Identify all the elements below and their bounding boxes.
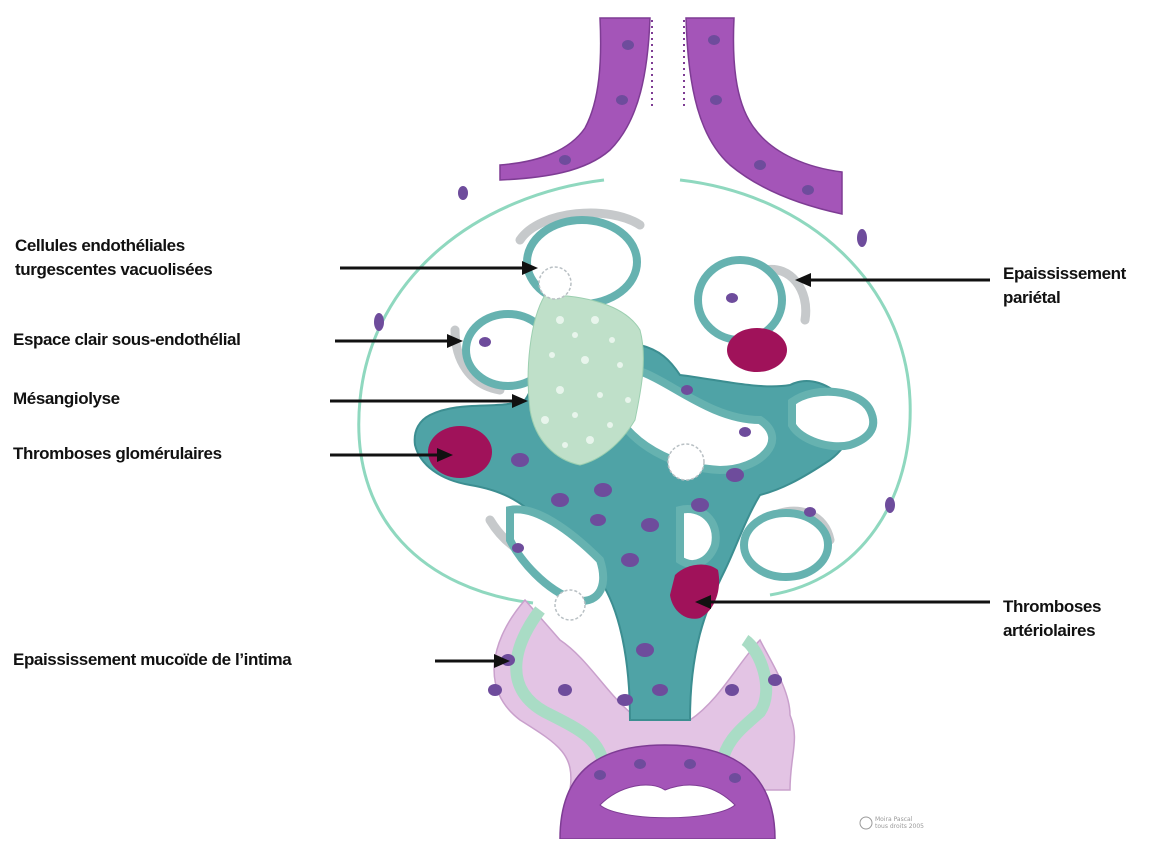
vacuolated-cell xyxy=(668,444,704,480)
tubule-nucleus xyxy=(710,95,722,105)
tubule-nucleus xyxy=(729,773,741,783)
signature-line1: Moira Pascal xyxy=(875,816,924,823)
tubule-nucleus xyxy=(708,35,720,45)
label-clear-space-text: Espace clair sous-endothélial xyxy=(13,328,240,352)
nucleus xyxy=(458,186,468,200)
label-clear-space: Espace clair sous-endothélial xyxy=(13,328,240,352)
nucleus xyxy=(857,229,867,247)
tubule-nucleus xyxy=(684,759,696,769)
label-parietal-line2: pariétal xyxy=(1003,286,1126,310)
nucleus xyxy=(885,497,895,513)
label-parietal-thickening: Epaississement pariétal xyxy=(1003,262,1126,310)
nucleus xyxy=(621,553,639,567)
nucleus xyxy=(691,498,709,512)
nucleus xyxy=(594,483,612,497)
vacuolated-cell xyxy=(539,267,571,299)
capillary-loop xyxy=(744,513,828,577)
vacuolated-cell xyxy=(555,590,585,620)
nucleus xyxy=(511,453,529,467)
label-endothelial-cells: Cellules endothéliales turgescentes vacu… xyxy=(15,234,212,282)
tubule-nucleus xyxy=(754,160,766,170)
intima-nucleus xyxy=(725,684,739,696)
capillary-loop xyxy=(698,260,782,340)
proximal-tubule xyxy=(500,18,842,214)
label-endothelial-line1: Cellules endothéliales xyxy=(15,234,212,258)
tubule-nucleus xyxy=(594,770,606,780)
nucleus xyxy=(726,468,744,482)
label-glomerular-thrombosis: Thromboses glomérulaires xyxy=(13,442,222,466)
nucleus xyxy=(479,337,491,347)
label-glomerular-thrombosis-text: Thromboses glomérulaires xyxy=(13,442,222,466)
nucleus xyxy=(551,493,569,507)
label-mesangiolysis-text: Mésangiolyse xyxy=(13,387,120,411)
intima-nucleus xyxy=(768,674,782,686)
nucleus xyxy=(617,694,633,706)
signature-line2: tous droits 2005 xyxy=(875,823,924,830)
label-parietal-line1: Epaississement xyxy=(1003,262,1126,286)
label-mucoid-thickening: Epaississement mucoïde de l’intima xyxy=(13,648,291,672)
nucleus xyxy=(636,643,654,657)
label-endothelial-line2: turgescentes vacuolisées xyxy=(15,258,212,282)
nucleus xyxy=(512,543,524,553)
intima-nucleus xyxy=(558,684,572,696)
label-arteriolar-line2: artériolaires xyxy=(1003,619,1101,643)
tubule-nucleus xyxy=(616,95,628,105)
nucleus xyxy=(374,313,384,331)
nucleus xyxy=(804,507,816,517)
label-mesangiolysis: Mésangiolyse xyxy=(13,387,120,411)
nucleus xyxy=(726,293,738,303)
label-arteriolar-line1: Thromboses xyxy=(1003,595,1101,619)
label-mucoid-thickening-text: Epaississement mucoïde de l’intima xyxy=(13,648,291,672)
tubule-nucleus xyxy=(802,185,814,195)
nucleus xyxy=(641,518,659,532)
capillary-loop xyxy=(680,509,716,564)
nucleus xyxy=(652,684,668,696)
label-arteriolar-thrombosis: Thromboses artériolaires xyxy=(1003,595,1101,643)
intima-nucleus xyxy=(488,684,502,696)
capillary-loop xyxy=(792,392,873,447)
copyright-mark xyxy=(860,817,872,829)
capillary-thrombus xyxy=(727,328,787,372)
nucleus xyxy=(590,514,606,526)
artist-signature: Moira Pascal tous droits 2005 xyxy=(875,816,924,830)
tubule-nucleus xyxy=(634,759,646,769)
tubule-nucleus xyxy=(622,40,634,50)
nucleus xyxy=(739,427,751,437)
tubule-nucleus xyxy=(559,155,571,165)
nucleus xyxy=(681,385,693,395)
